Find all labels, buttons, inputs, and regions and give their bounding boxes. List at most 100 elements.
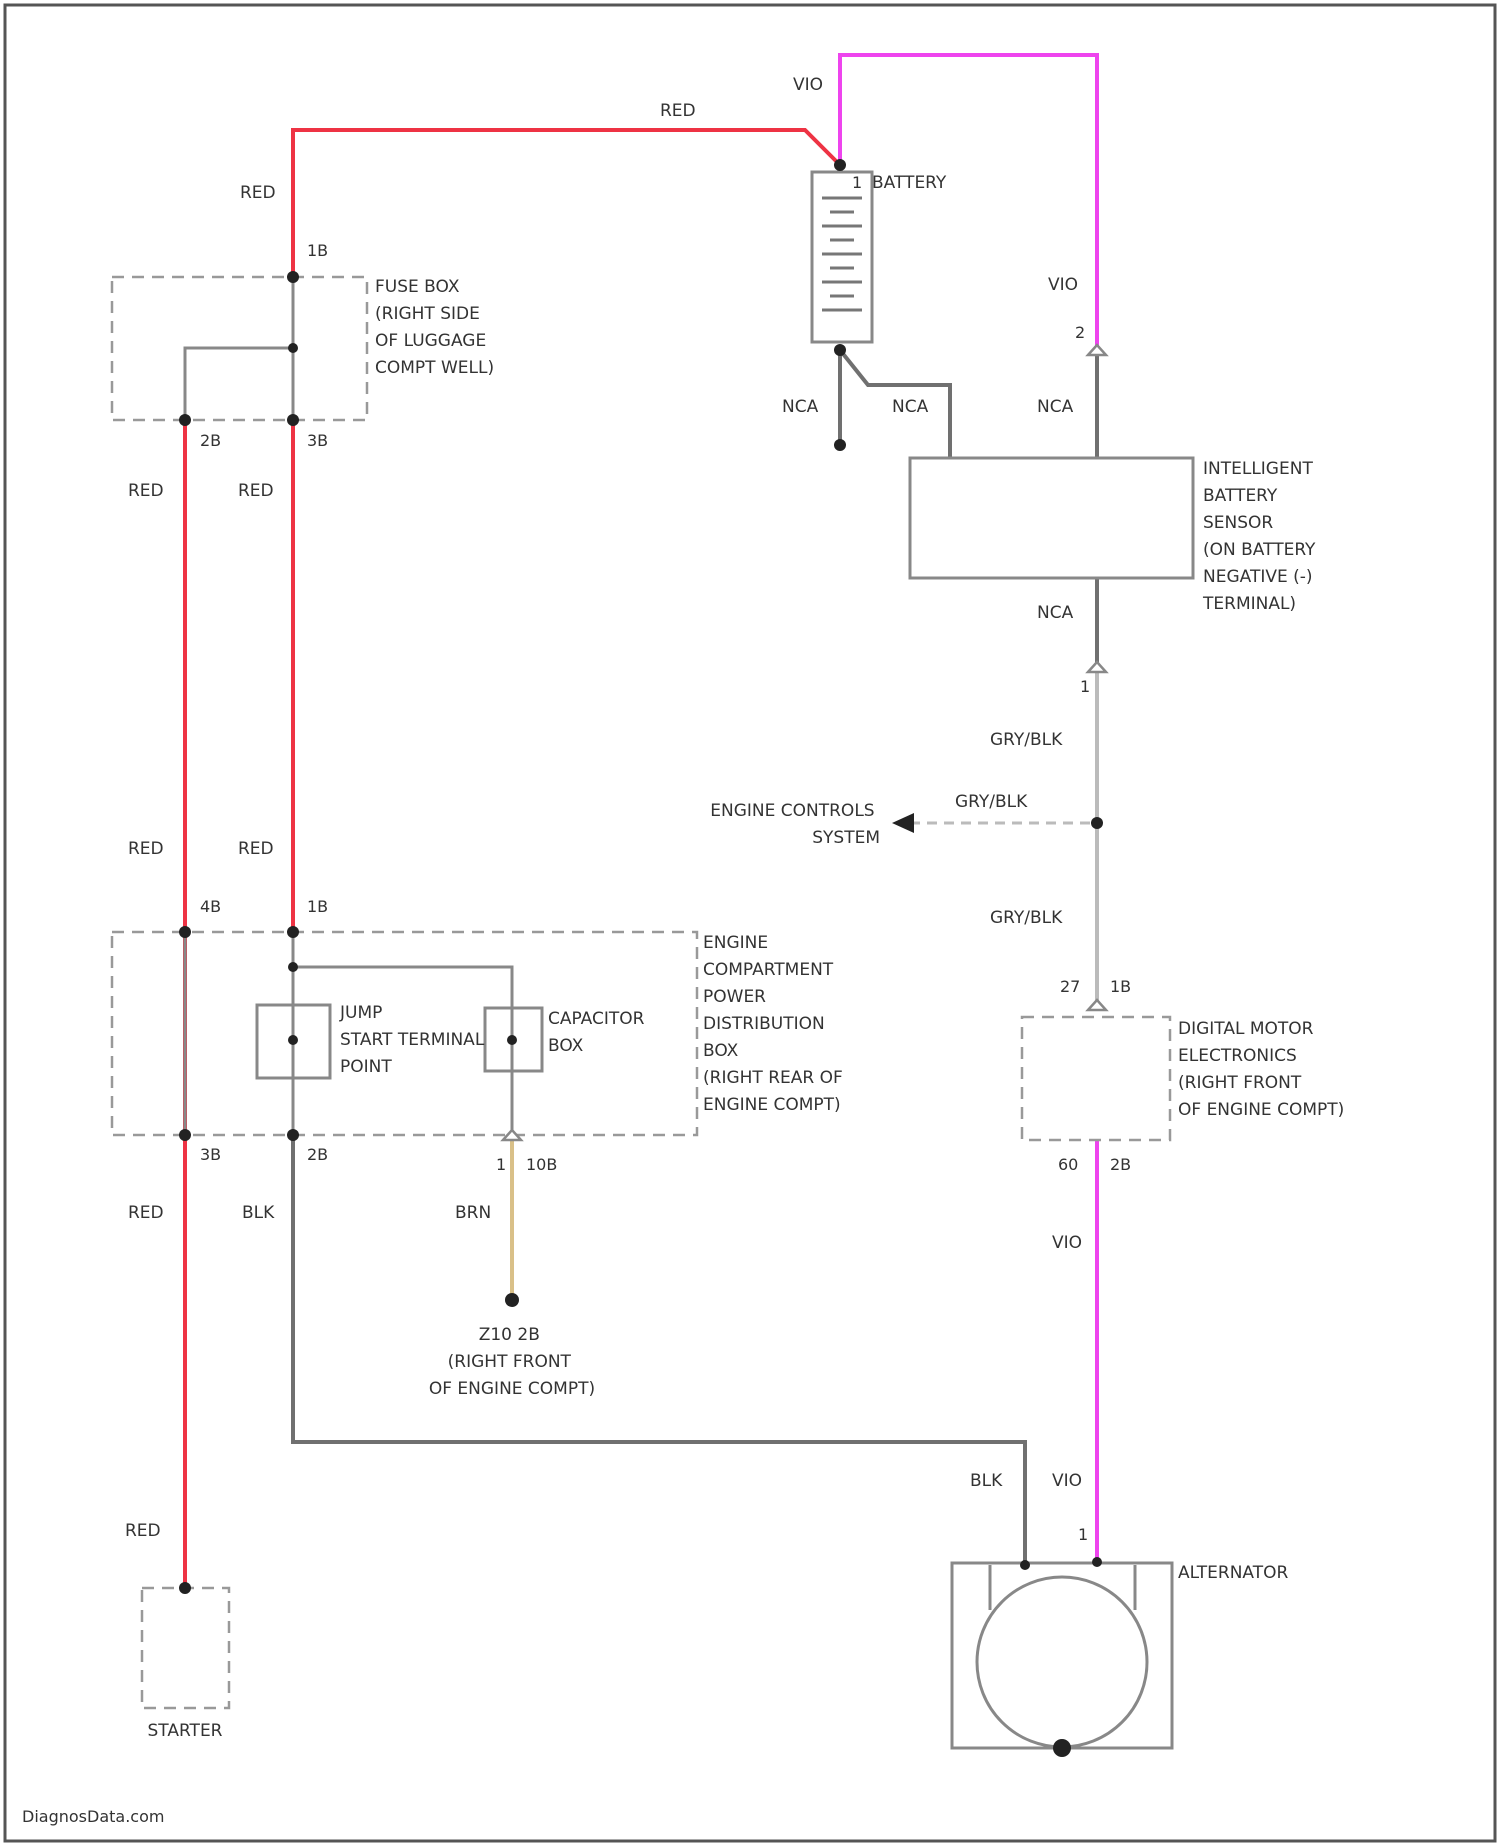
- ibs-label-line: SENSOR: [1203, 513, 1273, 533]
- label-red-left-1: RED: [128, 481, 164, 501]
- capacitor-label: CAPACITOR BOX: [548, 1009, 650, 1056]
- ibs-label-line: NEGATIVE (-): [1203, 567, 1313, 587]
- label-nca-3: NCA: [1037, 397, 1074, 417]
- label-red-left-2: RED: [128, 839, 164, 859]
- watermark: DiagnosData.com: [22, 1807, 164, 1826]
- pin-capacitor-out-a: 1: [496, 1155, 506, 1174]
- label-vio-dme: VIO: [1052, 1233, 1082, 1253]
- starter: [142, 1588, 229, 1708]
- jump-start-terminal-point: [288, 1035, 298, 1045]
- ecpdb-internal-capacitor: [293, 967, 512, 1135]
- digital-motor-electronics: [1022, 1017, 1170, 1140]
- ibs-label: INTELLIGENT BATTERY SENSOR (ON BATTERY N…: [1202, 459, 1321, 614]
- pin-ibs-top: 2: [1075, 323, 1085, 342]
- node-fuse-top: [287, 271, 299, 283]
- dme-label-line: OF ENGINE COMPT): [1178, 1100, 1344, 1120]
- node-ecpdb-internal: [288, 962, 298, 972]
- ecpdb-label-line: ENGINE COMPT): [703, 1095, 841, 1115]
- node-fuse-left-bottom: [179, 414, 191, 426]
- fuse-box-label-line: OF LUGGAGE: [375, 331, 486, 351]
- ibs-label-line: BATTERY: [1203, 486, 1278, 506]
- ecpdb-label-line: DISTRIBUTION: [703, 1014, 825, 1034]
- label-gryblk-3: GRY/BLK: [990, 908, 1063, 928]
- node-ecpdb-left-bottom: [179, 1129, 191, 1141]
- pin-ecpdb-left-bottom: 3B: [200, 1145, 221, 1164]
- dme-label-line: DIGITAL MOTOR: [1178, 1019, 1314, 1039]
- connector-ibs-bottom: [1088, 662, 1106, 672]
- capacitor-label-line: CAPACITOR: [548, 1009, 645, 1029]
- label-nca-2: NCA: [892, 397, 929, 417]
- ground-label-line: (RIGHT FRONT: [448, 1352, 572, 1372]
- dme-label-line: (RIGHT FRONT: [1178, 1073, 1302, 1093]
- arrow-engine-controls: [892, 813, 914, 833]
- battery-label: BATTERY: [872, 173, 947, 193]
- pin-ecpdb-right-top: 1B: [307, 897, 328, 916]
- node-alternator-blk: [1020, 1560, 1030, 1570]
- fuse-internal-branch: [185, 348, 293, 420]
- label-red-upper: RED: [240, 183, 276, 203]
- fuse-box-label-line: FUSE BOX: [375, 277, 460, 297]
- node-ecpdb-left-top: [179, 926, 191, 938]
- node-battery-pos: [834, 159, 846, 171]
- starter-label: STARTER: [148, 1721, 223, 1741]
- ecpdb-label-line: COMPARTMENT: [703, 960, 834, 980]
- node-alternator-vio: [1092, 1557, 1102, 1567]
- label-gryblk-2: GRY/BLK: [955, 792, 1028, 812]
- alternator-label: ALTERNATOR: [1178, 1563, 1288, 1583]
- node-starter: [179, 1582, 191, 1594]
- alternator-rotor: [977, 1577, 1147, 1747]
- pin-fuse-top: 1B: [307, 241, 328, 260]
- label-blk-alternator: BLK: [970, 1471, 1003, 1491]
- pin-dme-top-a: 27: [1060, 977, 1080, 996]
- node-ground: [505, 1293, 519, 1307]
- fuse-box-label: FUSE BOX (RIGHT SIDE OF LUGGAGE COMPT WE…: [375, 277, 494, 378]
- node-fuse-right-bottom: [287, 414, 299, 426]
- dme-label: DIGITAL MOTOR ELECTRONICS (RIGHT FRONT O…: [1178, 1019, 1344, 1120]
- intelligent-battery-sensor: [910, 458, 1193, 578]
- label-red-right-1: RED: [238, 481, 274, 501]
- wire-color-labels: RED RED RED RED RED RED RED RED VIO VIO …: [125, 75, 1082, 1541]
- pin-ecpdb-right-bottom: 2B: [307, 1145, 328, 1164]
- node-capacitor: [507, 1035, 517, 1045]
- pin-ibs-bottom: 1: [1080, 677, 1090, 696]
- ground-label-line: OF ENGINE COMPT): [429, 1379, 595, 1399]
- ibs-label-line: TERMINAL): [1202, 594, 1296, 614]
- node-nca-end: [834, 439, 846, 451]
- ibs-label-line: (ON BATTERY: [1203, 540, 1316, 560]
- label-red-starter: RED: [125, 1521, 161, 1541]
- jump-start-label-line: JUMP: [339, 1003, 382, 1023]
- pin-fuse-left-bottom: 2B: [200, 431, 221, 450]
- ecpdb-label-line: ENGINE: [703, 933, 768, 953]
- label-red-top: RED: [660, 101, 696, 121]
- engine-controls-label-line: SYSTEM: [812, 828, 880, 848]
- label-brn: BRN: [455, 1203, 491, 1223]
- alternator-ground-node: [1053, 1739, 1071, 1757]
- connector-dme-top: [1088, 1000, 1106, 1010]
- ecpdb-label-line: (RIGHT REAR OF: [703, 1068, 843, 1088]
- ibs-label-line: INTELLIGENT: [1203, 459, 1313, 479]
- pin-capacitor-out-b: 10B: [526, 1155, 557, 1174]
- label-nca-1: NCA: [782, 397, 819, 417]
- fuse-box-label-line: COMPT WELL): [375, 358, 494, 378]
- fuse-box-label-line: (RIGHT SIDE: [375, 304, 480, 324]
- label-vio-alternator: VIO: [1052, 1471, 1082, 1491]
- label-vio-top: VIO: [793, 75, 823, 95]
- ground-label: Z10 2B (RIGHT FRONT OF ENGINE COMPT): [429, 1325, 595, 1399]
- jump-start-label-line: POINT: [340, 1057, 392, 1077]
- pin-dme-bottom-a: 60: [1058, 1155, 1078, 1174]
- wire-vio-battery-to-ibs: [840, 55, 1097, 355]
- pin-dme-bottom-b: 2B: [1110, 1155, 1131, 1174]
- node-ecpdb-right-top: [287, 926, 299, 938]
- ground-label-line: Z10 2B: [479, 1325, 540, 1345]
- pin-numbers: 1B 2B 3B 4B 1B 3B 2B 1 10B 1 2 1 27 1B 6…: [200, 173, 1131, 1544]
- node-engine-controls-split: [1091, 817, 1103, 829]
- jump-start-label: JUMP START TERMINAL POINT: [339, 1003, 490, 1077]
- node-battery-neg: [834, 344, 846, 356]
- label-blk-left: BLK: [242, 1203, 275, 1223]
- jump-start-label-line: START TERMINAL: [340, 1030, 485, 1050]
- dme-label-line: ELECTRONICS: [1178, 1046, 1297, 1066]
- label-vio-ibs: VIO: [1048, 275, 1078, 295]
- ecpdb-label-line: POWER: [703, 987, 766, 1007]
- pin-dme-top-b: 1B: [1110, 977, 1131, 996]
